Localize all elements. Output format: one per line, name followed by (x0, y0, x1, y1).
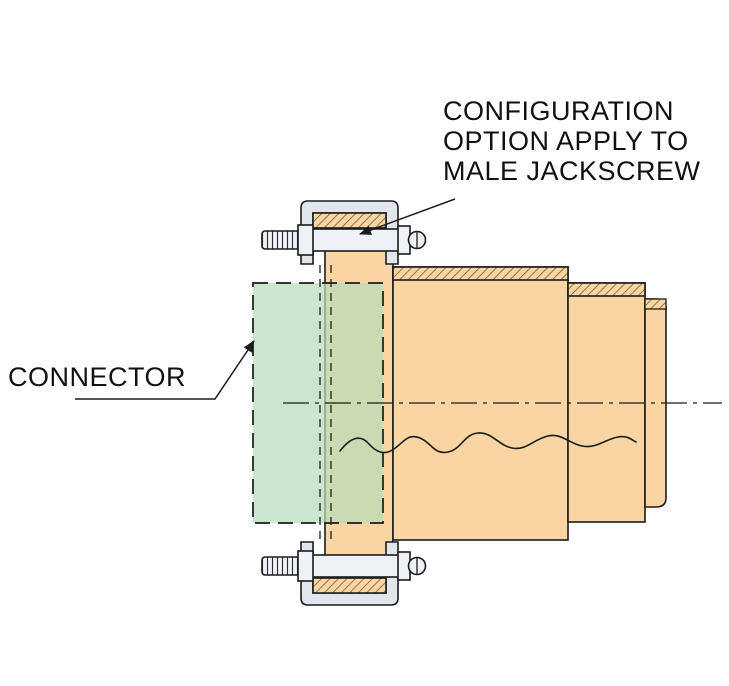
jackscrew-bottom-shaft (311, 554, 409, 578)
leader-connector (75, 340, 255, 400)
configuration-note-line-2: OPTION APPLY TO (443, 126, 689, 156)
hatch-band-main (392, 266, 569, 281)
connector-label: CONNECTOR (8, 362, 186, 392)
jackscrew-top-washer (297, 224, 314, 256)
configuration-note-line-1: CONFIGURATION (443, 96, 674, 126)
hatch-band-lip (644, 298, 667, 310)
hatch-strip-bottom-bracket (312, 577, 387, 594)
jackscrew-bottom-washer (297, 550, 314, 582)
hatch-strip-top-bracket (312, 212, 387, 229)
break-line (339, 432, 637, 454)
jackscrew-bottom-threads (261, 556, 303, 576)
bottom-bracket (300, 541, 399, 606)
jackscrew-top-threads (261, 230, 303, 250)
jackscrew-top-shaft (311, 228, 409, 252)
jackscrew-top (261, 224, 427, 256)
leader-configuration-note (359, 198, 456, 235)
jackscrew-bottom (261, 550, 427, 582)
hatch-band-rear (567, 282, 646, 297)
top-bracket (300, 200, 399, 265)
configuration-note-line-3: MALE JACKSCREW (443, 156, 701, 186)
